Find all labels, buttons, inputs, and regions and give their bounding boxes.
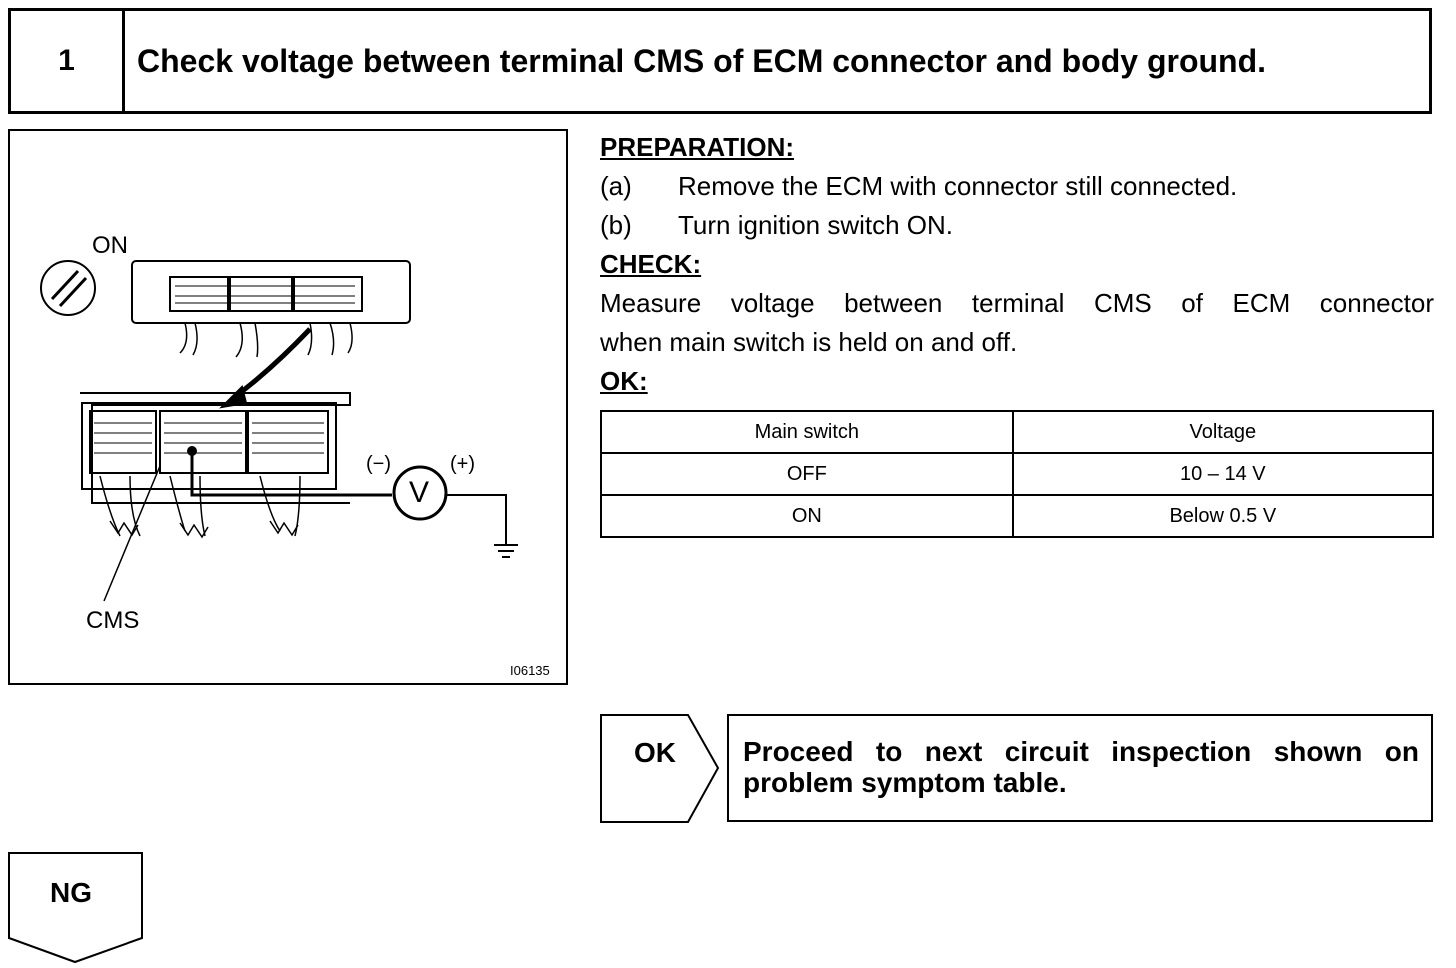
- minus-label: (−): [366, 453, 391, 475]
- instructions: PREPARATION: (a) Remove the ECM with con…: [600, 128, 1434, 401]
- table-cell: ON: [600, 494, 1014, 538]
- figure-code: I06135: [510, 663, 550, 678]
- ok-result-label: OK: [634, 737, 676, 768]
- ng-result-label: NG: [50, 877, 92, 908]
- table-cell: Below 0.5 V: [1011, 494, 1435, 538]
- table-row: ON Below 0.5 V: [600, 494, 1435, 538]
- table-row: OFF 10 – 14 V: [600, 452, 1435, 496]
- ignition-switch-icon: [40, 260, 96, 316]
- voltmeter-symbol: V: [409, 476, 430, 509]
- preparation-heading: PREPARATION:: [600, 132, 795, 162]
- ng-arrow-shape: [8, 852, 143, 964]
- voltmeter-icon: [392, 465, 448, 521]
- step-number: 1: [11, 11, 125, 111]
- step-header: 1 Check voltage between terminal CMS of …: [8, 8, 1432, 114]
- prep-step-text: Remove the ECM with connector still conn…: [678, 171, 1238, 201]
- prep-step-letter: (a): [600, 171, 632, 201]
- table-header-cell: Main switch: [600, 410, 1014, 454]
- table-cell: 10 – 14 V: [1011, 452, 1435, 496]
- check-line-1: Measure voltage between terminal CMS of …: [600, 288, 1434, 318]
- ecm-diagram: ON (−) (+) V CMS I06135: [8, 129, 568, 685]
- ecm-connector: [80, 392, 351, 504]
- table-cell: OFF: [600, 452, 1014, 496]
- prep-step-a: (a) Remove the ECM with connector still …: [600, 167, 1434, 206]
- cms-label: CMS: [86, 607, 140, 634]
- ignition-on-label: ON: [92, 232, 128, 259]
- probe-lead: [190, 451, 392, 497]
- ok-spec-table: Main switch Voltage OFF 10 – 14 V ON Bel…: [600, 410, 1435, 538]
- ok-heading: OK:: [600, 366, 648, 396]
- ecm-illustration: [40, 260, 518, 602]
- prep-step-b: (b) Turn ignition switch ON.: [600, 206, 1434, 245]
- check-line-2: when main switch is held on and off.: [600, 327, 1018, 357]
- ground-icon: [494, 544, 518, 558]
- table-header-row: Main switch Voltage: [600, 410, 1435, 454]
- check-heading: CHECK:: [600, 249, 702, 279]
- prep-step-text: Turn ignition switch ON.: [678, 210, 954, 240]
- ok-result-text: Proceed to next circuit inspection shown…: [727, 714, 1433, 822]
- ok-arrow-shape: [600, 714, 720, 823]
- ecm-unit: [131, 260, 411, 324]
- plus-label: (+): [450, 453, 475, 475]
- table-header-cell: Voltage: [1011, 410, 1435, 454]
- prep-step-letter: (b): [600, 210, 632, 240]
- step-title: Check voltage between terminal CMS of EC…: [137, 42, 1267, 79]
